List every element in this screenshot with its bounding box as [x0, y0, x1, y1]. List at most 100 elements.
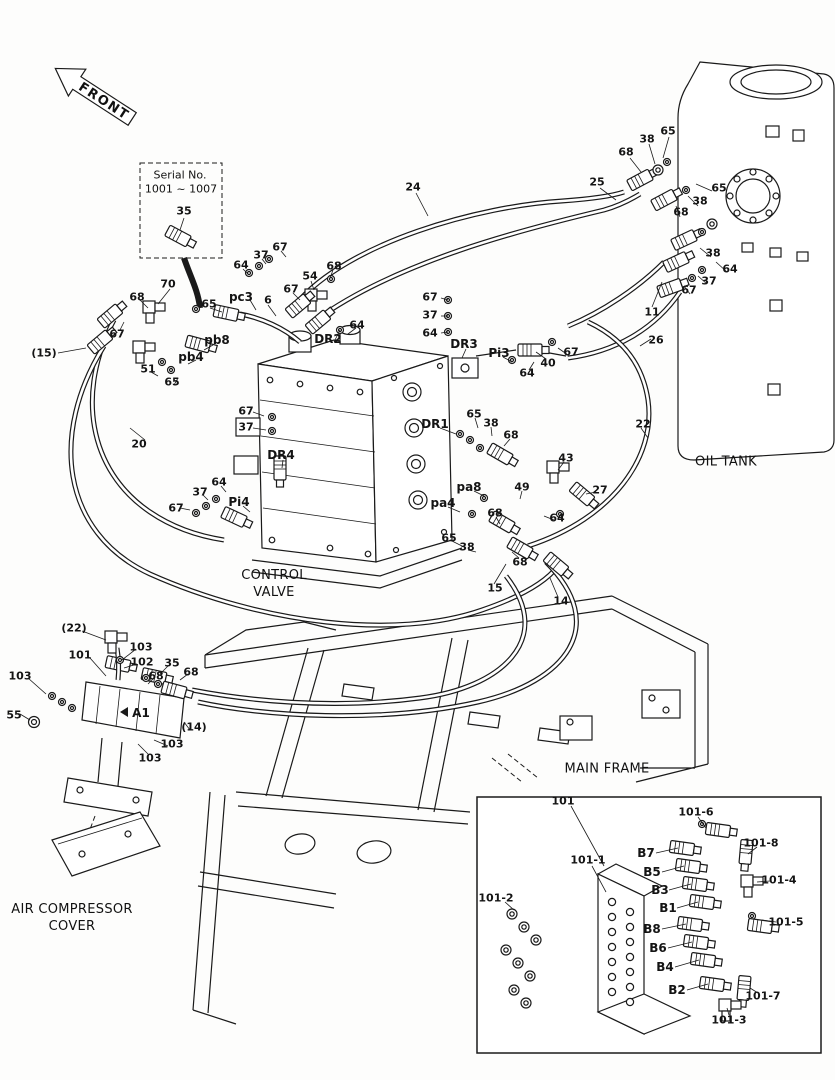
part-callout: 38 [705, 246, 721, 260]
part-callout: 51 [140, 362, 156, 376]
part-callout: 65 [660, 124, 676, 138]
hoses [68, 189, 683, 719]
part-callout: (22) [61, 621, 87, 635]
port-label: DR1 [421, 417, 449, 431]
part-callout: 38 [459, 540, 475, 554]
part-callout: 54 [302, 269, 318, 283]
part-callout: 55 [6, 708, 22, 722]
main-frame-label: MAIN FRAME [564, 761, 650, 777]
part-callout: 35 [164, 656, 180, 670]
part-callout: 102 [130, 655, 154, 669]
port-label: Pi4 [228, 495, 250, 509]
oil-tank-drawing [677, 61, 835, 461]
part-callout: 64 [422, 326, 438, 340]
part-callout: 67 [681, 283, 697, 297]
part-callout: 11 [644, 305, 660, 319]
part-callout: 70 [160, 277, 176, 291]
part-callout: 101-3 [711, 1013, 747, 1027]
port-label: pb4 [178, 350, 204, 364]
part-callout: 37 [422, 308, 438, 322]
part-callout: 68 [618, 145, 634, 159]
main-frame-drawing [192, 595, 709, 1025]
part-callout: 103 [8, 669, 32, 683]
part-callout: 14 [553, 594, 569, 608]
part-callout: 68 [512, 555, 528, 569]
part-callout: 101-8 [743, 836, 779, 850]
part-callout: 67 [168, 501, 184, 515]
part-callout: 22 [635, 417, 651, 431]
port-label: pc3 [228, 290, 254, 304]
port-label: B7 [637, 846, 655, 860]
part-callout: 68 [487, 506, 503, 520]
serial-range-label: 1001 ~ 1007 [144, 182, 218, 196]
serial-callout-box [139, 162, 223, 309]
part-callout: 43 [558, 451, 574, 465]
part-callout: 103 [138, 751, 162, 765]
part-callout: 101-6 [678, 805, 714, 819]
part-callout: 68 [503, 428, 519, 442]
part-callout: 101-7 [745, 989, 781, 1003]
port-label: B4 [656, 960, 674, 974]
port-label: A1 [132, 706, 150, 720]
part-callout: 64 [233, 258, 249, 272]
air-compressor-cover-label: AIR COMPRESSOR COVER [11, 902, 133, 934]
part-callout: 64 [722, 262, 738, 276]
inset-detail-box [476, 796, 822, 1054]
part-callout: 67 [272, 240, 288, 254]
part-callout: 38 [483, 416, 499, 430]
part-callout: 101 [551, 794, 575, 808]
port-label: Pi3 [488, 346, 510, 360]
part-callout: 38 [692, 194, 708, 208]
part-callout: 49 [514, 480, 530, 494]
part-callout: 25 [589, 175, 605, 189]
part-callout: (15) [31, 346, 57, 360]
port-label: B2 [668, 983, 686, 997]
control-valve-label: CONTROL VALVE [241, 568, 307, 600]
control-valve-drawing [233, 324, 479, 589]
part-callout: 68 [148, 669, 164, 683]
part-callout: 6 [264, 293, 272, 307]
leader-lines [19, 136, 777, 1016]
part-callout: 68 [326, 259, 342, 273]
part-callout: 64 [549, 511, 565, 525]
port-label: pa8 [456, 480, 482, 494]
port-label: DR2 [314, 332, 342, 346]
part-callout: 15 [487, 581, 503, 595]
port-label: pb8 [204, 333, 230, 347]
part-callout: 24 [405, 180, 421, 194]
part-callout: 68 [183, 665, 199, 679]
part-callout: 64 [519, 366, 535, 380]
port-label: B3 [651, 883, 669, 897]
part-callout: 67 [109, 327, 125, 341]
part-callout: 37 [238, 420, 254, 434]
part-callout: 65 [441, 531, 457, 545]
part-callout: 65 [466, 407, 482, 421]
part-callout: 37 [253, 248, 269, 262]
part-callout: 67 [422, 290, 438, 304]
part-callout: 35 [176, 204, 192, 218]
port-label: B5 [643, 865, 661, 879]
part-callout: 101-5 [768, 915, 804, 929]
part-callout: 103 [160, 737, 184, 751]
part-callout: 65 [711, 181, 727, 195]
part-callout: 101-2 [478, 891, 514, 905]
part-callout: 26 [648, 333, 664, 347]
part-callout: 64 [211, 475, 227, 489]
part-callout: 101 [68, 648, 92, 662]
part-callout: 103 [129, 640, 153, 654]
part-callout: 27 [592, 483, 608, 497]
part-callout: 65 [201, 297, 217, 311]
serial-no-label: Serial No. [153, 168, 207, 182]
part-callout: 68 [673, 205, 689, 219]
part-callout: 101-1 [570, 853, 606, 867]
port-label: DR4 [267, 448, 295, 462]
part-callout: (14) [181, 720, 207, 734]
port-label: DR3 [450, 337, 478, 351]
part-callout: 37 [192, 485, 208, 499]
port-label: B1 [659, 901, 677, 915]
air-compressor-drawing [27, 655, 185, 877]
oil-tank-label: OIL TANK [695, 454, 757, 470]
